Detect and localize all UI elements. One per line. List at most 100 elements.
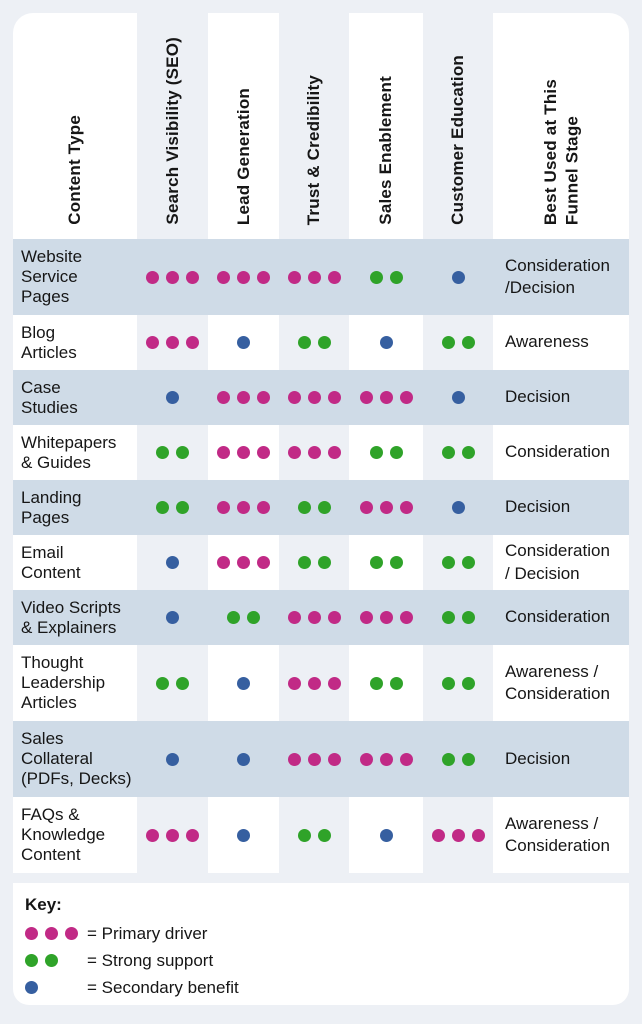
rating-dot-icon [461, 611, 475, 624]
rating-cell-trust-credibility [279, 797, 349, 873]
row-label: Whitepapers & Guides [13, 425, 137, 480]
rating-dot-icon [327, 391, 341, 404]
column-header-label: Search Visibility (SEO) [162, 37, 182, 225]
rating-dot-icon [369, 270, 383, 284]
rating-dot-icon [441, 446, 455, 459]
rating-dot-icon [389, 676, 403, 690]
rating-dot-icon [227, 611, 240, 624]
rating-dot-icon [399, 391, 413, 404]
rating-cell-lead-generation [208, 239, 279, 315]
rating-dot-icon [237, 676, 250, 690]
rating-dot-icon [45, 954, 58, 967]
rating-dot-icon [237, 752, 250, 766]
rating-dot-icon [327, 676, 341, 690]
legend-label: = Primary driver [87, 923, 208, 943]
rating-dot-icon [166, 556, 179, 569]
rating-dot-icon [399, 501, 413, 514]
rating-dot-icon [217, 270, 230, 284]
rating-dot-icon [307, 676, 321, 690]
rating-dot-icon [146, 336, 159, 349]
rating-cell-search-visibility [137, 425, 208, 480]
row-label: Blog Articles [13, 315, 137, 370]
rating-dot-icon [307, 752, 321, 766]
rating-dot-icon [287, 752, 301, 766]
rating-cell-customer-education [423, 425, 493, 480]
rating-dot-icon [307, 446, 321, 459]
rating-dot-icon [441, 676, 455, 690]
column-header-label: Trust & Credibility [304, 74, 324, 225]
rating-cell-lead-generation [208, 480, 279, 535]
table-row: Landing Pages Decision [13, 480, 629, 535]
table-row: Video Scripts & Explainers Consideration [13, 590, 629, 645]
row-label: Case Studies [21, 377, 78, 417]
legend-label: = Secondary benefit [87, 977, 239, 997]
rating-cell-search-visibility [137, 535, 208, 590]
rating-dot-icon [237, 336, 250, 349]
rating-dot-icon [431, 828, 445, 842]
row-label: Video Scripts & Explainers [21, 597, 121, 637]
rating-dot-icon [317, 336, 331, 349]
rating-dot-icon [451, 501, 465, 514]
rating-dot-icon [257, 270, 270, 284]
rating-dot-icon [399, 752, 413, 766]
rating-dot-icon [327, 270, 341, 284]
legend-dots-primary [25, 927, 87, 940]
rating-dot-icon [287, 270, 301, 284]
rating-dot-icon [471, 828, 485, 842]
legend-dots-strong [25, 954, 87, 967]
rating-cell-trust-credibility [279, 590, 349, 645]
rating-cell-trust-credibility [279, 535, 349, 590]
rating-dot-icon [379, 501, 393, 514]
rating-cell-sales-enablement [349, 721, 423, 797]
column-header-trust-credibility: Trust & Credibility [279, 13, 349, 239]
rating-dot-icon [379, 391, 393, 404]
rating-dot-icon [441, 336, 455, 349]
rating-dot-icon [461, 556, 475, 569]
rating-dot-icon [217, 501, 230, 514]
rating-cell-trust-credibility [279, 239, 349, 315]
rating-dot-icon [461, 676, 475, 690]
row-label: Landing Pages [21, 487, 82, 527]
rating-dot-icon [441, 611, 455, 624]
rating-dot-icon [327, 611, 341, 624]
table-header-row: Content Type Search Visibility (SEO) Lea… [13, 13, 629, 239]
rating-dot-icon [451, 270, 465, 284]
funnel-stage-cell: Consideration / Decision [493, 535, 629, 590]
rating-dot-icon [45, 927, 58, 940]
funnel-stage-cell: Awareness [493, 315, 629, 370]
rating-dot-icon [441, 752, 455, 766]
rating-cell-sales-enablement [349, 370, 423, 425]
rating-cell-sales-enablement [349, 590, 423, 645]
table-row: Website Service Pages Consideration /Dec… [13, 239, 629, 315]
row-label: FAQs & Knowledge Content [13, 797, 137, 873]
funnel-stage-cell: Decision [505, 748, 571, 768]
rating-cell-customer-education [423, 480, 493, 535]
rating-cell-sales-enablement [349, 239, 423, 315]
column-header-funnel-stage: Best Used at This Funnel Stage [493, 13, 629, 239]
rating-cell-search-visibility [137, 480, 208, 535]
column-header-label: Customer Education [448, 55, 468, 225]
row-label: Sales Collateral (PDFs, Decks) [21, 729, 132, 788]
rating-dot-icon [379, 828, 393, 842]
rating-dot-icon [369, 446, 383, 459]
rating-dot-icon [25, 954, 38, 967]
column-header-customer-education: Customer Education [423, 13, 493, 239]
rating-dot-icon [257, 391, 270, 404]
rating-cell-search-visibility [137, 721, 208, 797]
rating-cell-customer-education [423, 370, 493, 425]
rating-cell-lead-generation [208, 370, 279, 425]
rating-dot-icon [389, 446, 403, 459]
column-header-label: Best Used at This Funnel Stage [540, 78, 581, 225]
rating-dot-icon [451, 391, 465, 404]
rating-dot-icon [359, 501, 373, 514]
rating-dot-icon [237, 828, 250, 842]
rating-dot-icon [307, 611, 321, 624]
rating-dot-icon [359, 391, 373, 404]
rating-dot-icon [389, 556, 403, 569]
rating-dot-icon [317, 828, 331, 842]
rating-dot-icon [247, 611, 260, 624]
table-row: FAQs & Knowledge Content Awareness / Con… [13, 797, 629, 873]
rating-dot-icon [146, 828, 159, 842]
rating-dot-icon [166, 391, 179, 404]
